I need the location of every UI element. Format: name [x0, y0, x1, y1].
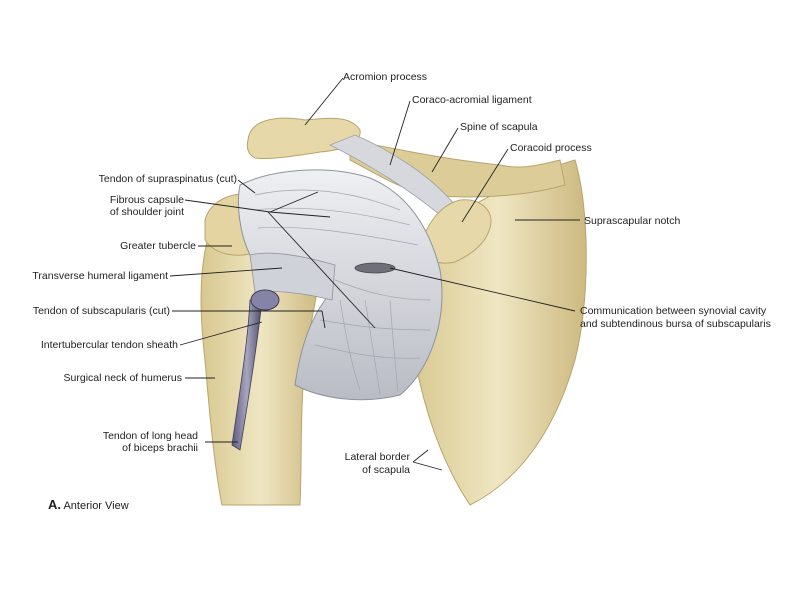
label-fibrous-capsule-1: Fibrous capsule: [109, 194, 184, 206]
label-biceps-2: of biceps brachii: [122, 442, 198, 454]
caption-letter: A.: [48, 497, 61, 512]
coracoid: [419, 199, 492, 264]
label-coracoid-process: Coracoid process: [510, 142, 592, 154]
label-fibrous-capsule-2: of shoulder joint: [109, 206, 184, 218]
acromion: [246, 117, 361, 160]
label-spine-of-scapula: Spine of scapula: [460, 121, 538, 133]
label-intertubercular-sheath: Intertubercular tendon sheath: [40, 339, 178, 351]
label-transverse-humeral-ligament: Transverse humeral ligament: [32, 270, 168, 282]
label-tendon-subscapularis: Tendon of subscapularis (cut): [32, 305, 170, 317]
label-suprascapular-notch: Suprascapular notch: [584, 215, 681, 227]
caption-text: Anterior View: [63, 500, 129, 512]
capsule-fibers: [254, 189, 431, 396]
intertubercular-sheath: [250, 289, 280, 311]
label-acromion-process: Acromion process: [343, 71, 428, 83]
label-greater-tubercle: Greater tubercle: [120, 240, 196, 252]
label-communication-1: Communication between synovial cavity: [580, 305, 767, 317]
label-surgical-neck: Surgical neck of humerus: [63, 372, 182, 384]
figure-caption: A. Anterior View: [48, 497, 129, 512]
label-lateral-border-1: Lateral border: [344, 451, 410, 463]
label-biceps-1: Tendon of long head: [102, 430, 198, 442]
biceps-tendon: [231, 299, 263, 451]
bursa-communication: [354, 262, 396, 274]
label-lateral-border-2: of scapula: [362, 464, 410, 476]
label-tendon-supraspinatus: Tendon of supraspinatus (cut): [98, 173, 237, 185]
leader-lines: [169, 77, 580, 471]
label-communication-2: and subtendinous bursa of subscapularis: [580, 318, 771, 330]
label-coraco-acromial-ligament: Coraco-acromial ligament: [412, 94, 532, 106]
